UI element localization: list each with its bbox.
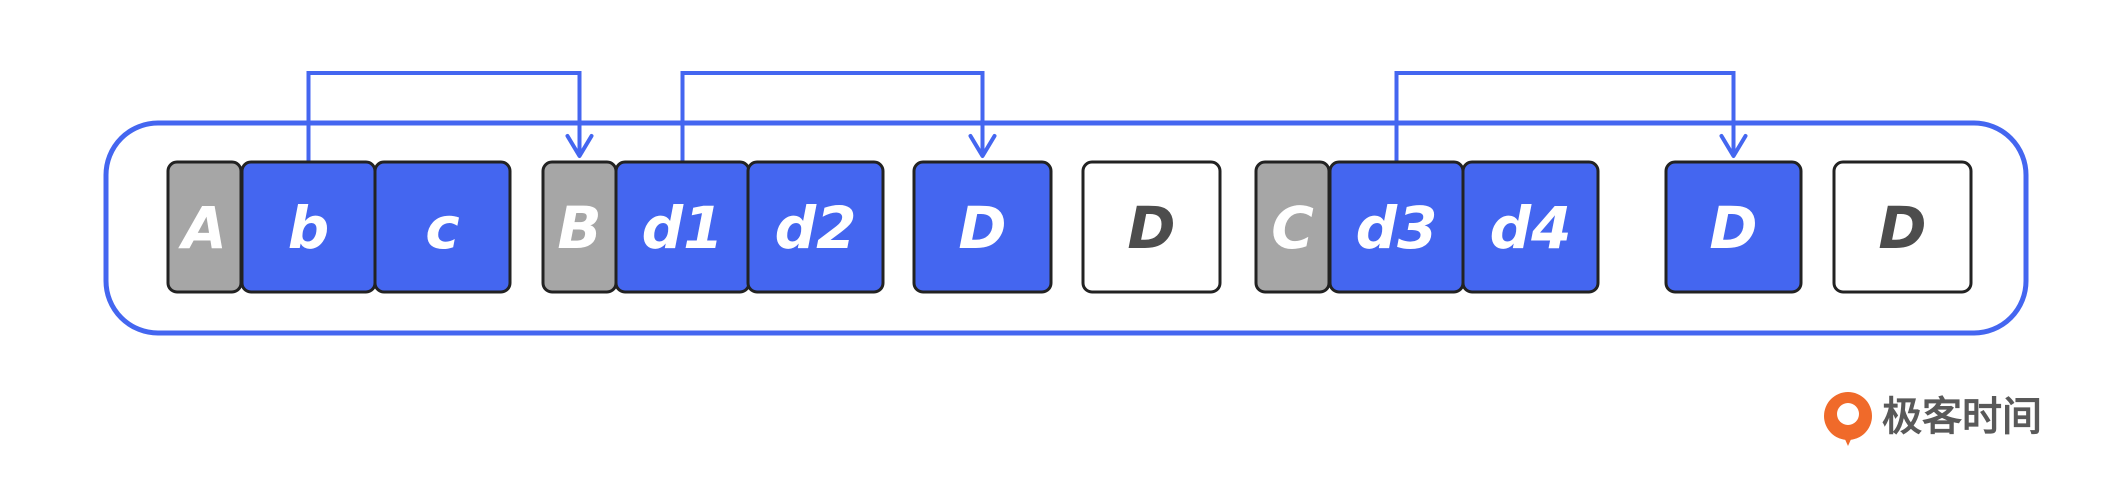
link-line: [1394, 71, 1736, 162]
block-label: d3: [1356, 194, 1438, 262]
block-blue: c: [373, 160, 512, 294]
block-rect: [1664, 160, 1803, 294]
block-label: D: [1127, 194, 1175, 262]
block-label: d4: [1490, 194, 1572, 262]
block-rect: [1832, 160, 1973, 294]
block-label: b: [288, 194, 330, 262]
block-gray: B: [541, 160, 618, 294]
block-label: D: [1878, 194, 1926, 262]
block-blue: d4: [1461, 160, 1600, 294]
block-gray: C: [1254, 160, 1331, 294]
block-label: B: [557, 194, 601, 262]
link-line: [306, 71, 582, 162]
block-gray: A: [166, 160, 243, 294]
block-label: c: [425, 194, 459, 262]
arrow-head-icon: [1719, 134, 1748, 158]
block-label: C: [1271, 194, 1314, 262]
arrow-head-icon: [565, 134, 594, 158]
links-layer: [306, 71, 1748, 162]
block-blue: b: [240, 160, 377, 294]
block-rect: [1081, 160, 1222, 294]
link-line: [680, 71, 985, 162]
block-label: D: [1709, 194, 1757, 262]
brand-logo: 极客时间: [1818, 384, 2078, 456]
block-blue: d1: [614, 160, 751, 294]
block-white: D: [1832, 160, 1973, 294]
geektime-logo-icon: [1824, 392, 1872, 446]
block-blue: d3: [1328, 160, 1465, 294]
arrow-head-icon: [968, 134, 997, 158]
block-rect: [373, 160, 512, 294]
block-label: d1: [642, 194, 724, 262]
block-label: D: [958, 194, 1006, 262]
block-rect: [912, 160, 1053, 294]
block-blue: D: [912, 160, 1053, 294]
container-frame: [103, 120, 2029, 336]
block-rect: [746, 160, 885, 294]
brand-name: 极客时间: [1882, 394, 2042, 440]
block-label: d2: [775, 194, 857, 262]
block-blue: d2: [746, 160, 885, 294]
block-white: D: [1081, 160, 1222, 294]
block-label: A: [178, 194, 227, 262]
block-blue: D: [1664, 160, 1803, 294]
block-rect: [1461, 160, 1600, 294]
